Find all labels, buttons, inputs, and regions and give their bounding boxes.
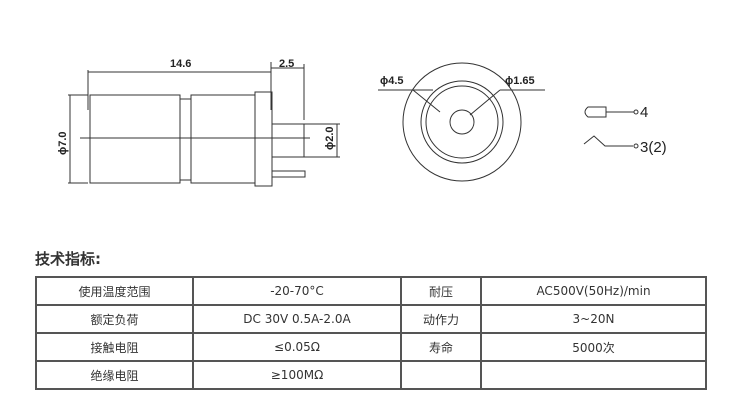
dim-pin-diameter: ϕ2.0 [324,126,336,150]
spec-value [480,360,707,390]
pin-3-label: 3(2) [640,139,667,156]
technical-drawing: 14.6 2.5 ϕ7.0 ϕ2.0 ϕ4.5 ϕ1.65 4 3(2) [57,58,667,187]
spec-label [400,360,482,390]
spec-value: 3~20N [480,304,707,334]
table-row: 绝缘电阻≥100MΩ [35,360,707,390]
dim-diameter: ϕ7.0 [57,131,69,155]
dim-pin: 2.5 [279,58,294,70]
schematic: 4 3(2) [583,104,667,156]
pin-4-label: 4 [640,104,648,121]
section-title: 技术指标: [35,250,101,268]
dim-inner: ϕ1.65 [505,75,535,87]
spec-label: 寿命 [400,332,482,362]
spec-label: 耐压 [400,276,482,306]
spec-value: ≤0.05Ω [192,332,402,362]
spec-value: AC500V(50Hz)/min [480,276,707,306]
spec-label: 额定负荷 [35,304,194,334]
spec-label: 接触电阻 [35,332,194,362]
spec-value: -20-70°C [192,276,402,306]
dim-outer: ϕ4.5 [380,75,404,87]
spec-label: 绝缘电阻 [35,360,194,390]
spec-value: ≥100MΩ [192,360,402,390]
spec-value: 5000次 [480,332,707,362]
front-view: ϕ4.5 ϕ1.65 [378,62,545,182]
spec-label: 使用温度范围 [35,276,194,306]
spec-value: DC 30V 0.5A-2.0A [192,304,402,334]
dim-length: 14.6 [170,58,191,70]
spec-label: 动作力 [400,304,482,334]
side-view: 14.6 2.5 ϕ7.0 ϕ2.0 [57,58,340,187]
